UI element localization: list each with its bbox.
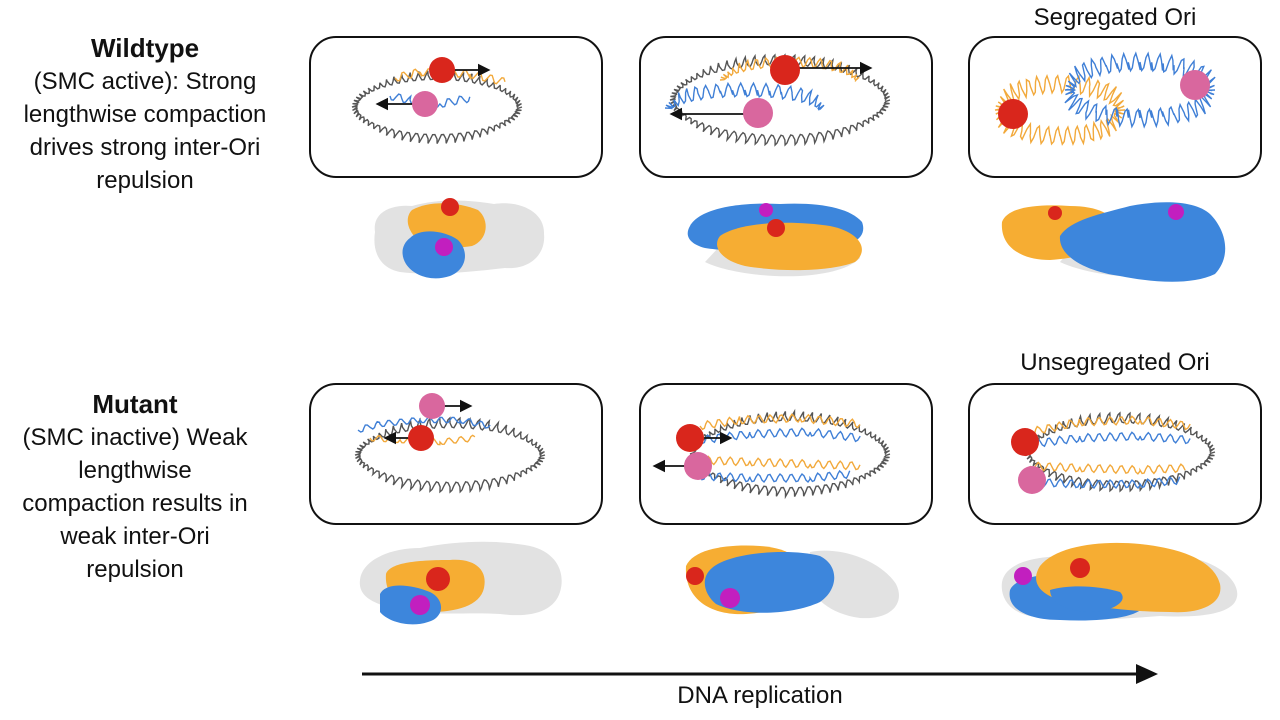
mutant-label: Mutant (SMC inactive) Weak lengthwise co… xyxy=(0,388,270,586)
strand-orange-mt3a xyxy=(1029,415,1191,437)
ori-pink-mt2 xyxy=(684,452,712,480)
strand-blue-mt3b xyxy=(1029,475,1181,490)
wildtype-description: (SMC active): Strong lengthwise compacti… xyxy=(23,68,267,194)
surface-mutant-2 xyxy=(685,545,899,619)
strand-blue-mt2b xyxy=(699,469,851,484)
strand-blue-wt2 xyxy=(664,81,825,111)
surface-mutant-1 xyxy=(359,541,562,625)
ori-red-mt1 xyxy=(408,425,434,451)
ori-pink-mt1 xyxy=(419,393,445,419)
ori-red-wt3 xyxy=(998,99,1028,129)
panel-mutant-3 xyxy=(968,383,1262,525)
dna-replication-label: DNA replication xyxy=(677,682,843,709)
panel-mutant-2 xyxy=(639,383,933,525)
ori-red-wt2 xyxy=(770,55,800,85)
wildtype-label: Wildtype (SMC active): Strong lengthwise… xyxy=(0,32,290,197)
ori-pink-wt2 xyxy=(743,98,773,128)
ori-red-mt2 xyxy=(676,424,704,452)
strand-orange-mt2a xyxy=(699,413,861,431)
strand-orange-mt3b xyxy=(1029,461,1186,475)
ori-red-wt1 xyxy=(429,57,455,83)
ori-red-mt3 xyxy=(1011,428,1039,456)
segregated-ori-caption: Segregated Ori xyxy=(1033,4,1197,31)
strand-grey-mt3 xyxy=(1024,411,1216,493)
strand-grey-mt1 xyxy=(354,416,546,494)
surface-wildtype-3 xyxy=(1001,202,1226,282)
surface-wildtype-1 xyxy=(374,198,545,279)
strand-blue-mt1 xyxy=(357,416,491,433)
strand-blue-mt2a xyxy=(699,427,861,445)
surface-mutant-3 xyxy=(1001,542,1238,621)
strand-orange-mt2b xyxy=(699,455,861,471)
mutant-title: Mutant xyxy=(92,389,178,419)
dna-replication-arrowhead xyxy=(1136,664,1158,684)
mutant-description: (SMC inactive) Weak lengthwise compactio… xyxy=(22,424,248,583)
ori-pink-wt1 xyxy=(412,91,438,117)
strand-blue-mt3a xyxy=(1029,431,1191,449)
strand-grey-mt2 xyxy=(689,408,891,500)
panel-wildtype-2 xyxy=(639,36,933,178)
ori-pink-wt3 xyxy=(1180,70,1210,100)
panel-mutant-1 xyxy=(309,383,603,525)
surface-wildtype-2 xyxy=(687,203,864,277)
strand-grey-wt2 xyxy=(669,53,891,147)
wildtype-title: Wildtype xyxy=(90,33,200,63)
unsegregated-ori-caption: Unsegregated Ori xyxy=(1020,349,1210,376)
strand-orange-wt3 xyxy=(994,73,1126,147)
strand-blue-wt3 xyxy=(1064,51,1216,129)
panel-wildtype-1 xyxy=(309,36,603,178)
panel-wildtype-3 xyxy=(968,36,1262,178)
ori-pink-mt3 xyxy=(1018,466,1046,494)
